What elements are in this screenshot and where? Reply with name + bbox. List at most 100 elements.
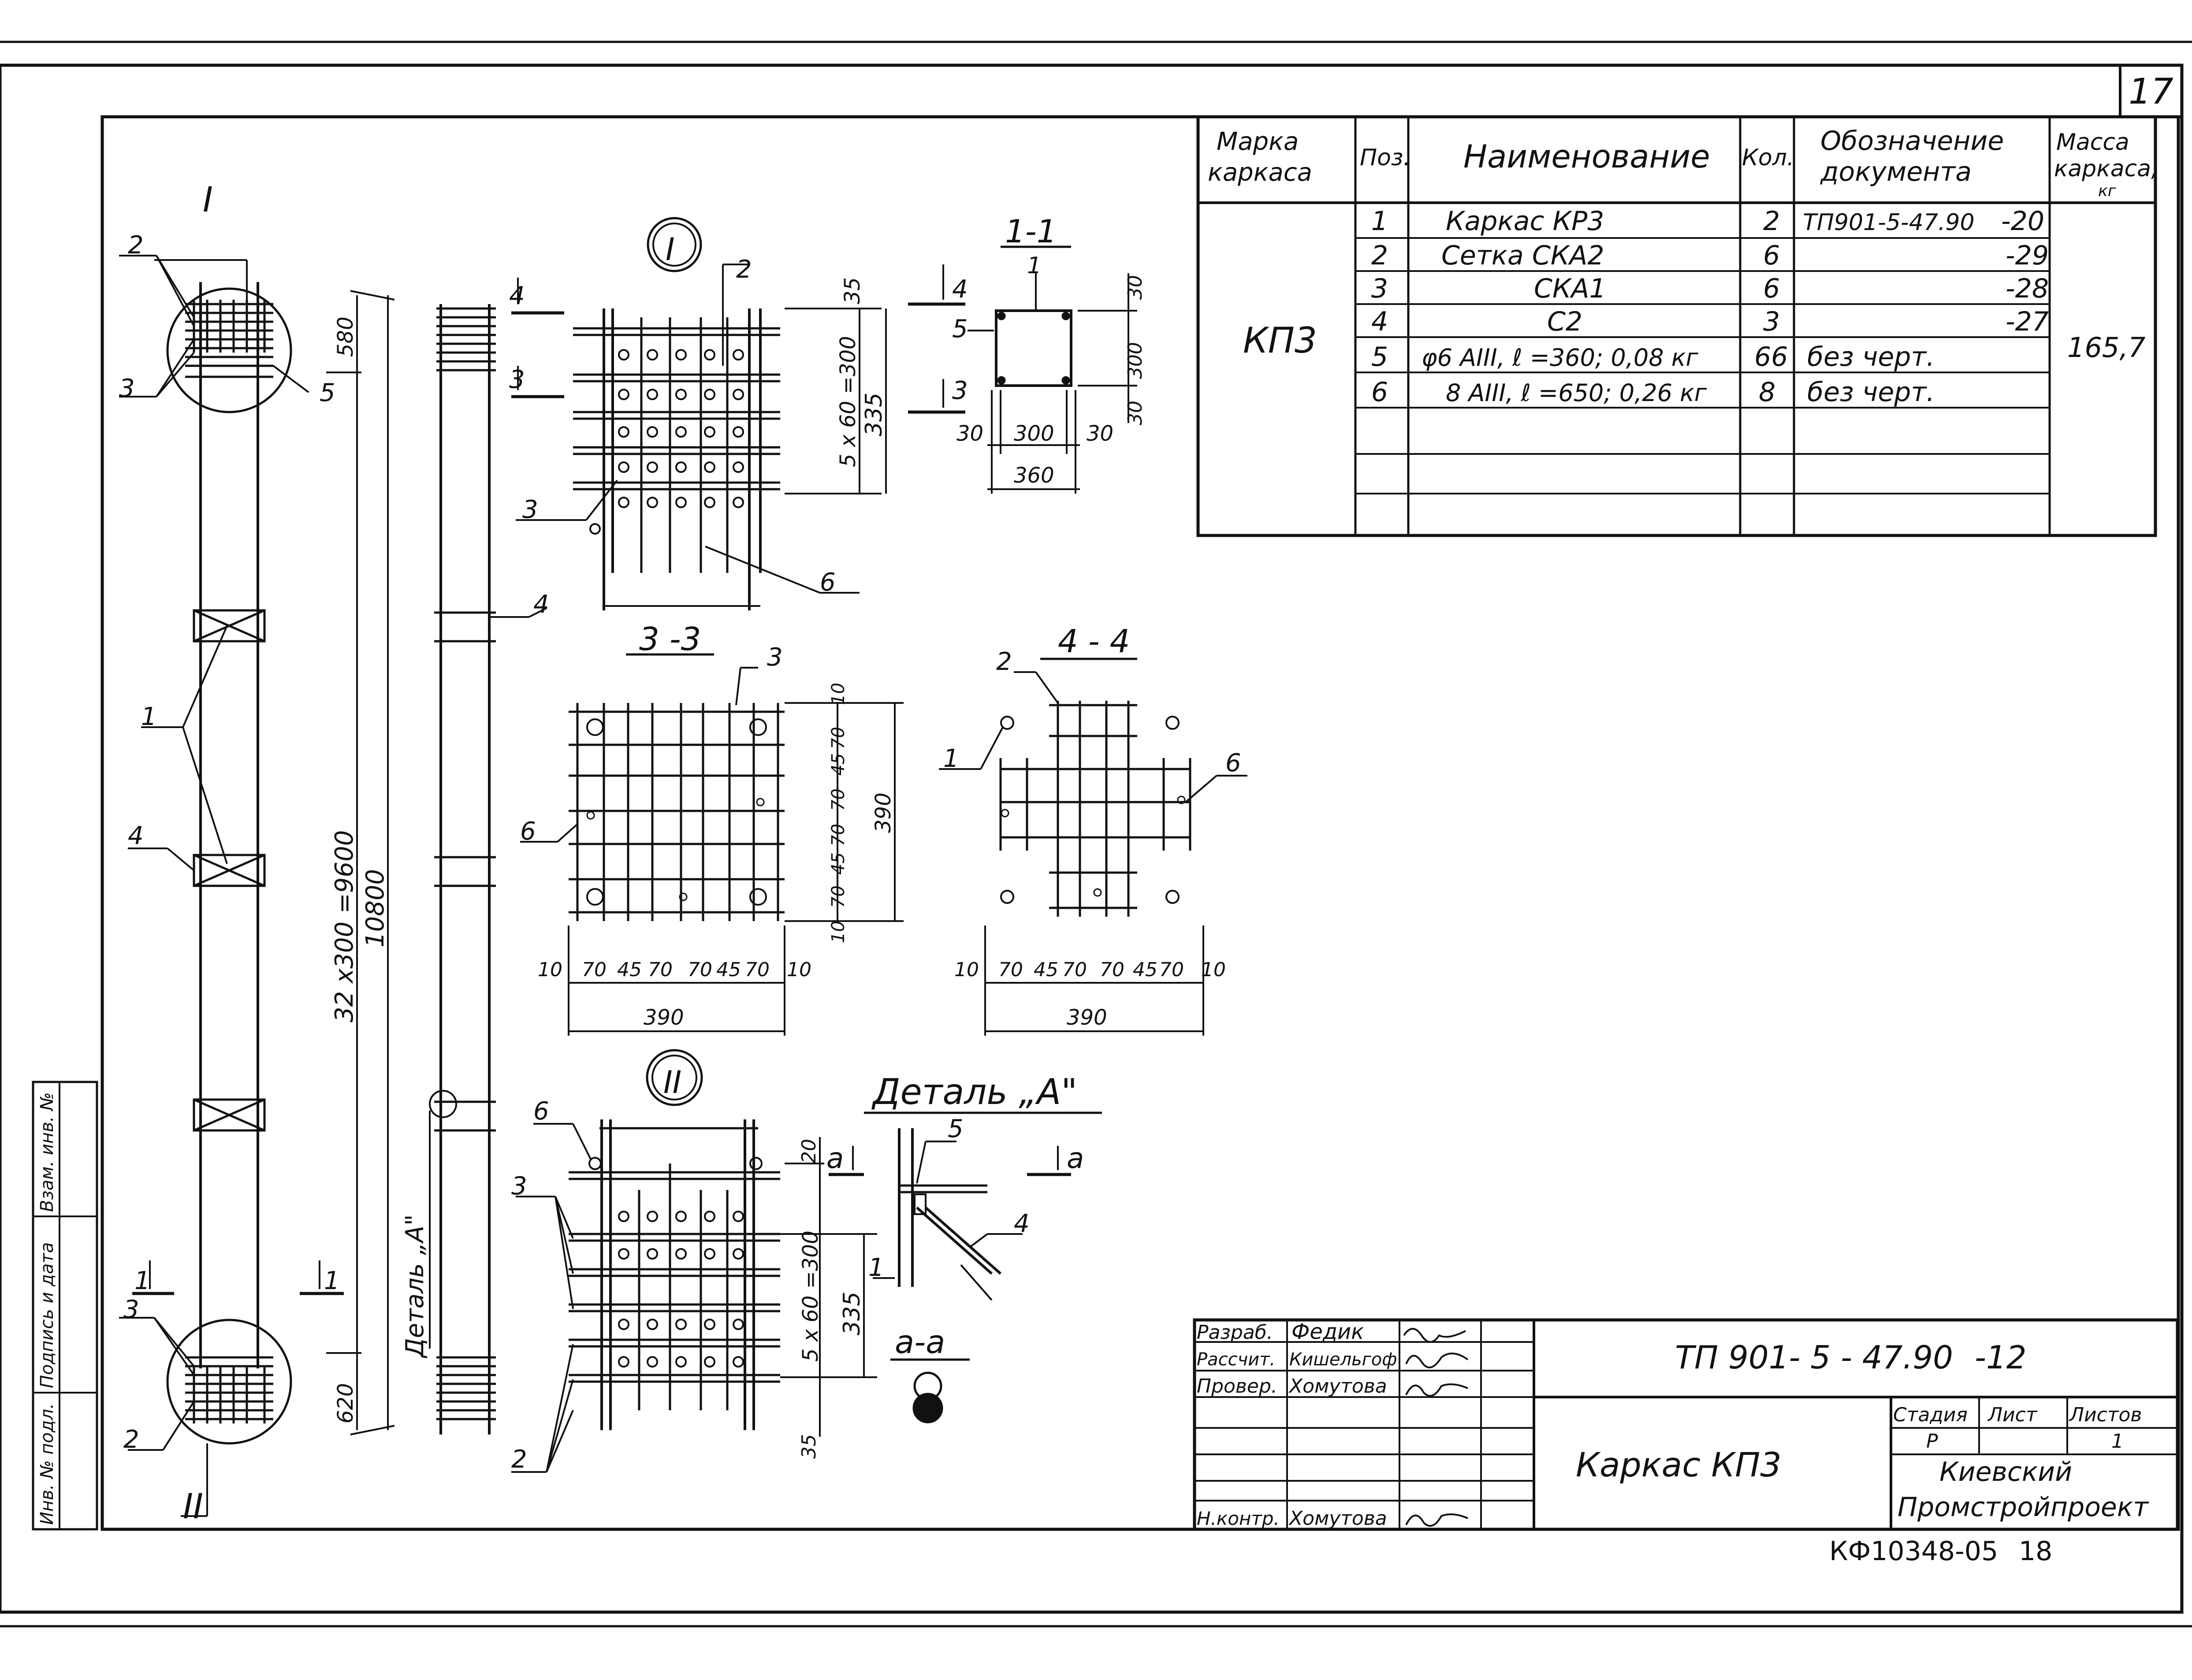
dim-70: 70 [745, 959, 770, 981]
mark-value: КП3 [1243, 320, 1317, 361]
pos-label: 2 [736, 255, 752, 284]
label-section-4-4: 4 - 4 [1058, 623, 1130, 660]
svg-text:без черт.: без черт. [1807, 377, 1935, 408]
role-label: Рассчит. [1197, 1349, 1275, 1370]
svg-text:СКА1: СКА1 [1534, 273, 1606, 304]
label-view-II: II [183, 1487, 203, 1527]
role-name: Хомутова [1288, 1375, 1387, 1398]
svg-text:-27: -27 [2006, 306, 2049, 337]
dim-5x60: 5 x 60 =300 [836, 336, 860, 467]
svg-text:3: 3 [1371, 273, 1388, 304]
th-mass-1: Масса [2056, 129, 2129, 156]
dim-70: 70 [828, 788, 849, 811]
pos-label: 4 [1014, 1209, 1030, 1238]
dim-45: 45 [1034, 959, 1058, 981]
dim-5x60: 5 x 60 =300 [798, 1230, 823, 1362]
svg-text:66: 66 [1754, 342, 1788, 372]
svg-text:6: 6 [1371, 377, 1388, 408]
pos-label: 6 [1225, 749, 1241, 777]
svg-text:5: 5 [1371, 342, 1388, 372]
pos-label: 3 [123, 1295, 139, 1324]
svg-text:3: 3 [1763, 306, 1780, 337]
pos-label: 5 [948, 1115, 964, 1143]
svg-text:-20: -20 [2001, 206, 2044, 237]
svg-text:Сетка СКА2: Сетка СКА2 [1441, 240, 1604, 271]
pos-label: 2 [128, 231, 144, 260]
svg-text:-28: -28 [2006, 273, 2049, 304]
pos-label: 5 [320, 379, 335, 407]
dim-30: 30 [1124, 401, 1146, 425]
sheets-label: Листов [2069, 1404, 2142, 1426]
svg-text:С2: С2 [1547, 306, 1582, 337]
spec-row: 2 Сетка СКА2 6 -29 [1371, 240, 2049, 271]
pos-label: 1 [141, 702, 157, 731]
dim-30: 30 [956, 421, 983, 446]
role-name: Кишельгоф [1289, 1349, 1397, 1370]
th-doc-2: документа [1820, 156, 1972, 187]
th-qty: Кол. [1742, 145, 1794, 171]
svg-text:8: 8 [1759, 377, 1775, 408]
dim-70: 70 [828, 824, 849, 846]
dim-70: 70 [1062, 959, 1087, 981]
elevation-side [429, 304, 547, 1435]
svg-text:-29: -29 [2006, 240, 2049, 271]
svg-text:6: 6 [1763, 273, 1780, 304]
dim-20: 20 [798, 1139, 820, 1163]
pos-label: 6 [533, 1097, 549, 1126]
th-mass-3: кг [2098, 182, 2117, 200]
svg-text:ТП901-5-47.90: ТП901-5-47.90 [1803, 209, 1975, 236]
dim-10: 10 [828, 683, 849, 705]
dim-70: 70 [1100, 959, 1124, 981]
dim-70: 70 [582, 959, 607, 981]
label-section-3-3: 3 -3 [639, 621, 701, 658]
pos-label: 2 [123, 1425, 139, 1454]
pos-label: 1 [868, 1253, 884, 1282]
role-label: Н.контр. [1197, 1508, 1280, 1529]
svg-text:8 АIII, ℓ =650; 0,26 кг: 8 АIII, ℓ =650; 0,26 кг [1446, 379, 1707, 407]
svg-text:2: 2 [1371, 240, 1388, 271]
dim-335: 335 [839, 1292, 865, 1335]
dim-total: 10800 [361, 869, 390, 948]
role-name: Хомутова [1288, 1507, 1387, 1530]
dim-45: 45 [617, 959, 642, 981]
cut-label: 1 [134, 1267, 150, 1295]
dim-10: 10 [787, 959, 811, 981]
spec-row: 5 φ6 АIII, ℓ =360; 0,08 кг 66 без черт. [1371, 342, 1935, 372]
detail-II [511, 1049, 877, 1473]
dim-spacing: 32 x300 =9600 [330, 830, 359, 1022]
th-mark-2: каркаса [1208, 158, 1312, 187]
spec-row: 4 С2 3 -27 [1371, 306, 2049, 337]
document-code: ТП 901- 5 - 47.90 [1675, 1339, 1953, 1376]
cut-label: а [1067, 1142, 1084, 1175]
role-label: Разраб. [1197, 1321, 1273, 1344]
dim-390: 390 [1067, 1005, 1107, 1030]
archive-code: КФ10348-05 [1829, 1536, 1998, 1567]
cut-label: 3 [509, 365, 525, 394]
stage-label: Стадия [1893, 1404, 1968, 1426]
stamp-inv-orig: Инв. № подл. [37, 1403, 57, 1525]
dim-70: 70 [998, 959, 1023, 981]
svg-text:2: 2 [1763, 206, 1780, 237]
section-3-3 [520, 653, 904, 1036]
spec-row: 1 Каркас КР3 2 ТП901-5-47.90 -20 [1371, 206, 2044, 237]
spec-table [1196, 115, 2157, 537]
svg-text:6: 6 [1763, 240, 1780, 271]
dim-30: 30 [1124, 275, 1146, 300]
mass-value: 165,7 [2067, 331, 2146, 364]
pos-label: 6 [820, 568, 836, 597]
dim-70: 70 [648, 959, 673, 981]
spec-row: 3 СКА1 6 -28 [1371, 273, 2049, 304]
pos-label: 3 [511, 1172, 527, 1201]
svg-text:φ6 АIII, ℓ =360; 0,08 кг: φ6 АIII, ℓ =360; 0,08 кг [1422, 344, 1698, 372]
label-II-detail: II [663, 1064, 681, 1100]
dim-10: 10 [1201, 959, 1226, 981]
cut-label: а [826, 1142, 844, 1175]
organization-1: Киевский [1939, 1457, 2072, 1487]
elevation-main [119, 255, 395, 1517]
sheet-suffix: -12 [1975, 1339, 2027, 1376]
dim-390: 390 [644, 1005, 684, 1030]
label-section-1-1: 1-1 [1005, 213, 1057, 250]
title-block [1193, 1318, 2179, 1531]
svg-text:1: 1 [1371, 206, 1388, 237]
th-mark-1: Марка [1217, 127, 1299, 156]
